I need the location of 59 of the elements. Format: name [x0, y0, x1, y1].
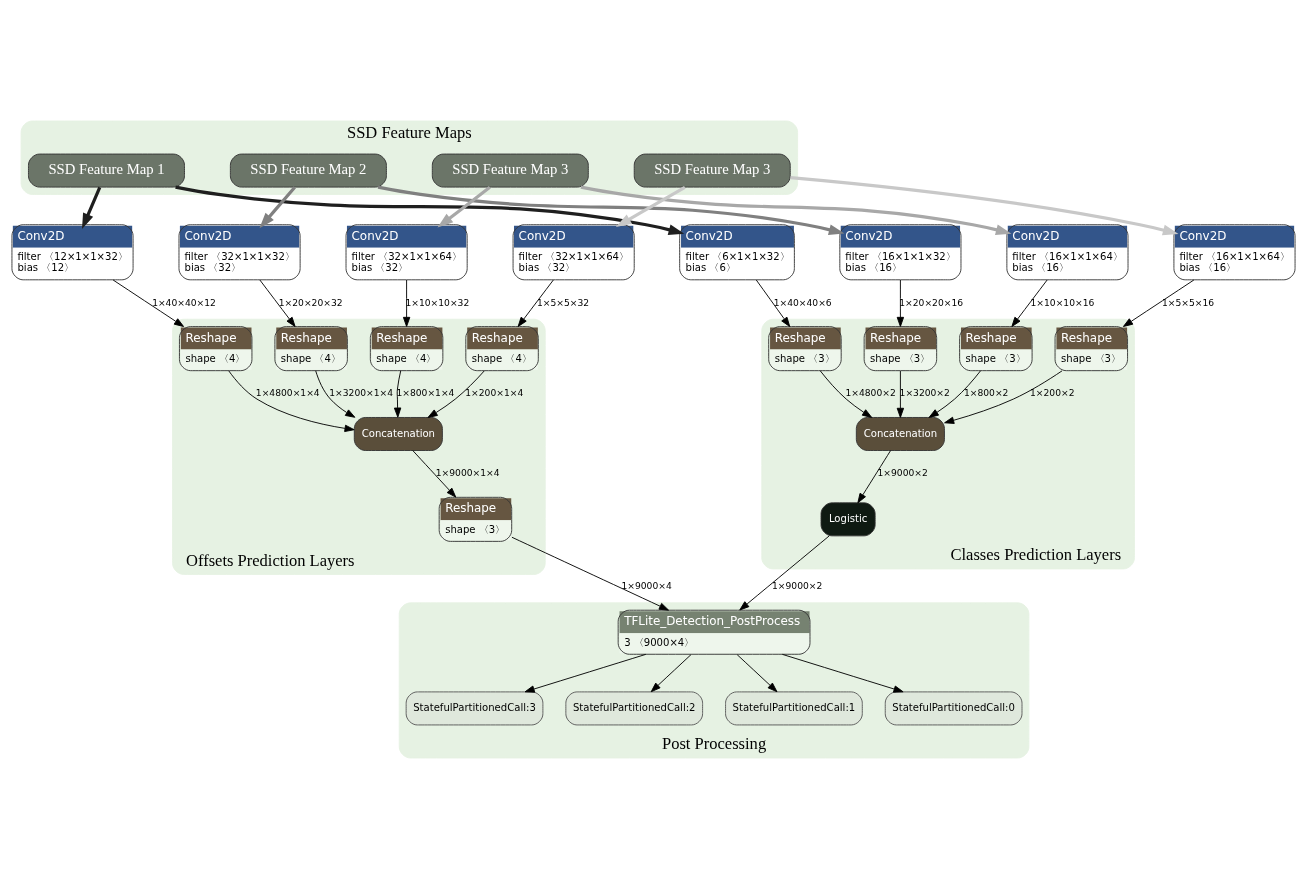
arrow — [511, 536, 670, 611]
arrow — [615, 185, 686, 227]
arrow — [82, 186, 102, 229]
arrow — [377, 185, 845, 235]
arrow — [857, 449, 891, 503]
node-box: StatefulPartitionedCall:1 — [725, 690, 863, 725]
edge-label: 1×9000×2 — [877, 466, 928, 478]
edge-label: 1×5×5×16 — [1162, 296, 1215, 307]
node-box: Concatenation — [353, 416, 443, 451]
arrow — [175, 185, 685, 235]
arrow — [896, 370, 905, 418]
node-box: Concatenation — [855, 416, 945, 451]
arrow — [1011, 279, 1048, 327]
arrow — [819, 369, 873, 418]
edge-label: 1×20×20×32 — [278, 296, 343, 307]
node-box: StatefulPartitionedCall:3 — [405, 690, 544, 725]
edge-label: 1×5×5×32 — [537, 296, 590, 307]
arrow — [517, 279, 554, 327]
arrow — [112, 279, 185, 327]
arrow — [402, 279, 411, 327]
edge-label: 1×9000×1×4 — [435, 466, 500, 478]
edge-label: 1×4800×2 — [845, 386, 896, 398]
edge-label: 1×4800×1×4 — [255, 386, 320, 398]
arrow — [781, 653, 904, 693]
arrow — [315, 369, 356, 418]
edge-label: 1×9000×4 — [621, 579, 672, 591]
node-box: StatefulPartitionedCall:0 — [884, 690, 1023, 725]
arrow — [755, 279, 791, 327]
arrow — [896, 279, 905, 327]
node-box: SSD Feature Map 3 — [633, 153, 791, 188]
arrow — [736, 653, 778, 692]
arrow — [228, 369, 355, 432]
arrow — [739, 535, 830, 610]
arrow — [524, 653, 647, 693]
node-box: Logistic — [820, 501, 876, 536]
arrow — [928, 369, 981, 418]
edge-label: 1×10×10×16 — [1030, 296, 1095, 307]
node-box: SSD Feature Map 1 — [28, 153, 185, 188]
edge-label: 1×40×40×12 — [152, 296, 216, 307]
arrow — [259, 185, 296, 228]
arrow — [944, 369, 1063, 424]
edge-label: 1×9000×2 — [771, 579, 823, 591]
arrow — [259, 279, 296, 327]
arrow — [412, 449, 457, 498]
edge-label: 1×40×40×6 — [773, 296, 832, 307]
arrow — [580, 185, 1012, 235]
node-box: StatefulPartitionedCall:2 — [565, 690, 704, 725]
arrow — [393, 369, 402, 418]
arrow — [437, 185, 491, 228]
edge-label: 1×200×1×4 — [465, 386, 524, 398]
arrow — [1122, 279, 1195, 327]
node-box: SSD Feature Map 2 — [229, 153, 387, 188]
node-box: SSD Feature Map 3 — [431, 153, 589, 188]
edge-label: 1×800×2 — [963, 386, 1009, 398]
edge-label: 1×3200×1×4 — [329, 386, 394, 398]
arrow — [790, 175, 1179, 235]
arrow — [427, 369, 485, 418]
edge-label: 1×200×2 — [1030, 386, 1075, 398]
arrow — [650, 653, 692, 692]
